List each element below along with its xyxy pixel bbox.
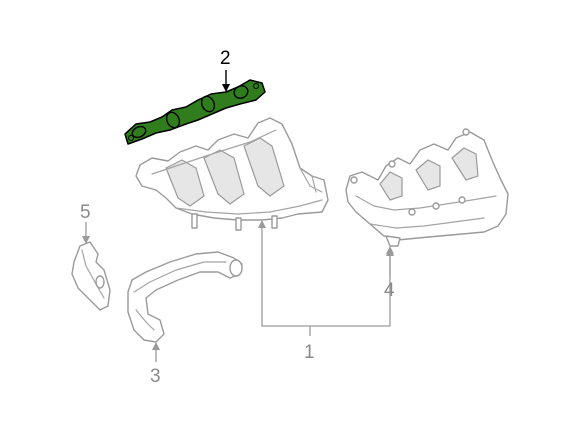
gasket-port-3	[200, 95, 216, 113]
callout-5: 5	[80, 202, 91, 223]
manifold-right-port	[415, 159, 441, 191]
manifold-right-ridge	[369, 217, 485, 229]
manifold-runner-2	[203, 149, 245, 205]
callout-3: 3	[150, 366, 161, 387]
leader-lines	[82, 70, 394, 362]
pipe-flange	[229, 259, 243, 277]
gasket-port-2	[165, 111, 181, 129]
manifold-right-bolt	[408, 208, 416, 216]
pipe-seam	[133, 261, 227, 293]
shield-fold	[81, 249, 105, 299]
manifold-outlet	[299, 167, 323, 193]
leader-1-bracket	[261, 226, 391, 327]
manifold-right-port	[379, 171, 403, 201]
gasket-bolt-hole	[128, 135, 134, 141]
part-2-exhaust-gasket[interactable]	[124, 79, 266, 145]
manifold-stud	[271, 215, 278, 229]
gasket-outline	[124, 79, 266, 145]
manifold-stud	[191, 213, 198, 229]
manifold-stud	[235, 217, 242, 231]
gasket-port-4	[233, 85, 249, 99]
manifold-right-bolt	[462, 128, 470, 136]
part-3-crossover-pipe[interactable]	[127, 251, 243, 343]
callout-2: 2	[220, 48, 231, 69]
manifold-right-bolt	[432, 202, 440, 210]
shield-hole	[95, 275, 105, 289]
leader-1-arrow-left	[258, 220, 266, 228]
part-5-heat-shield[interactable]	[71, 241, 111, 311]
leader-4-arrow	[386, 248, 394, 256]
callout-4: 4	[384, 280, 395, 301]
gasket-bolt-hole	[253, 83, 259, 89]
gasket-port-1	[131, 125, 147, 139]
leader-5-arrow	[82, 236, 90, 244]
pipe-bend	[135, 309, 155, 331]
part-1-exhaust-manifold[interactable]	[135, 117, 329, 231]
manifold-right-tab	[385, 235, 401, 247]
pipe-body	[127, 251, 243, 343]
manifold-right-port	[451, 147, 479, 181]
part-4-exhaust-manifold-right[interactable]	[345, 128, 509, 247]
manifold-flange-line	[151, 129, 277, 175]
callout-1: 1	[304, 342, 315, 363]
leader-3-arrow	[152, 342, 160, 350]
manifold-right-bolt	[350, 176, 358, 184]
manifold-right-bolt	[458, 196, 466, 204]
manifold-right-bolt	[388, 160, 396, 168]
manifold-lower-line	[175, 199, 323, 215]
manifold-right-ridge	[355, 195, 497, 211]
manifold-runner-1	[165, 159, 205, 207]
